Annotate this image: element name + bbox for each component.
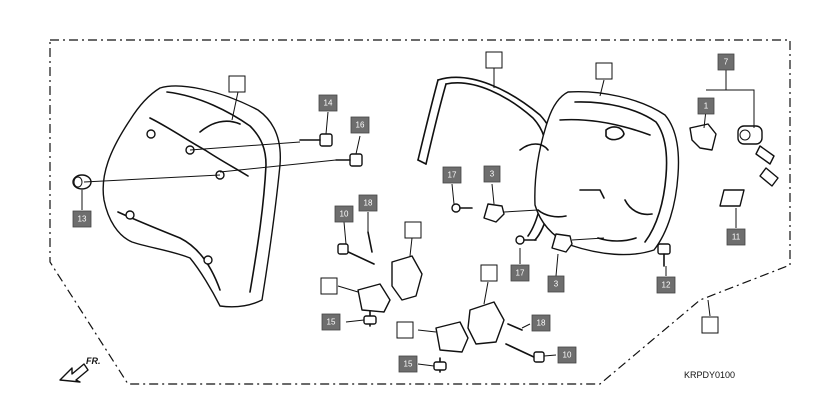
assembly-boundary [49,39,791,385]
callout-cover [595,62,613,80]
callout-3b: 3 [547,275,565,293]
front-direction-arrow: FR. [59,356,101,383]
callout-14: 14 [318,94,338,112]
svg-text:7: 7 [724,58,729,67]
callout-18a: 18 [358,194,378,212]
front-label: FR. [86,356,101,366]
callout-shield [228,75,246,93]
callout-bracket-d [480,264,498,282]
callout-group: 7 1 14 16 13 17 3 17 [72,51,746,373]
svg-text:16: 16 [356,121,365,130]
diagram-code: KRPDY0100 [684,370,735,380]
callout-10a: 10 [334,205,354,223]
hardware [72,133,745,373]
svg-text:3: 3 [490,170,495,179]
callout-13: 13 [72,210,92,228]
callout-18b: 18 [531,314,551,332]
callout-7: 7 [717,53,735,71]
callout-15a: 15 [321,313,341,331]
svg-text:17: 17 [448,171,457,180]
callout-bracket-c [396,321,414,339]
svg-text:10: 10 [340,210,349,219]
svg-text:12: 12 [662,281,671,290]
callout-frame [485,51,503,69]
callout-17a: 17 [442,166,462,184]
brackets [357,255,505,353]
callout-16: 16 [350,116,370,134]
callout-assembly [701,316,719,334]
callout-10b: 10 [557,346,577,364]
callout-11: 11 [726,228,746,246]
svg-text:15: 15 [327,318,336,327]
svg-text:3: 3 [554,280,559,289]
callout-3a: 3 [483,165,501,183]
rear-cover [519,91,680,256]
callout-bracket-b [320,277,338,295]
svg-text:11: 11 [732,233,741,242]
svg-text:1: 1 [704,102,709,111]
svg-text:13: 13 [78,215,87,224]
callout-bracket-a [404,221,422,239]
svg-text:14: 14 [324,99,333,108]
lock-set [689,123,779,187]
svg-text:18: 18 [537,319,546,328]
front-shield [102,85,282,308]
svg-text:10: 10 [563,351,572,360]
callout-15b: 15 [398,355,418,373]
leader-lines [81,68,755,367]
svg-text:18: 18 [364,199,373,208]
svg-text:17: 17 [516,269,525,278]
callout-17b: 17 [510,264,530,282]
callout-12: 12 [656,276,676,294]
callout-1: 1 [697,97,715,115]
svg-text:15: 15 [404,360,413,369]
